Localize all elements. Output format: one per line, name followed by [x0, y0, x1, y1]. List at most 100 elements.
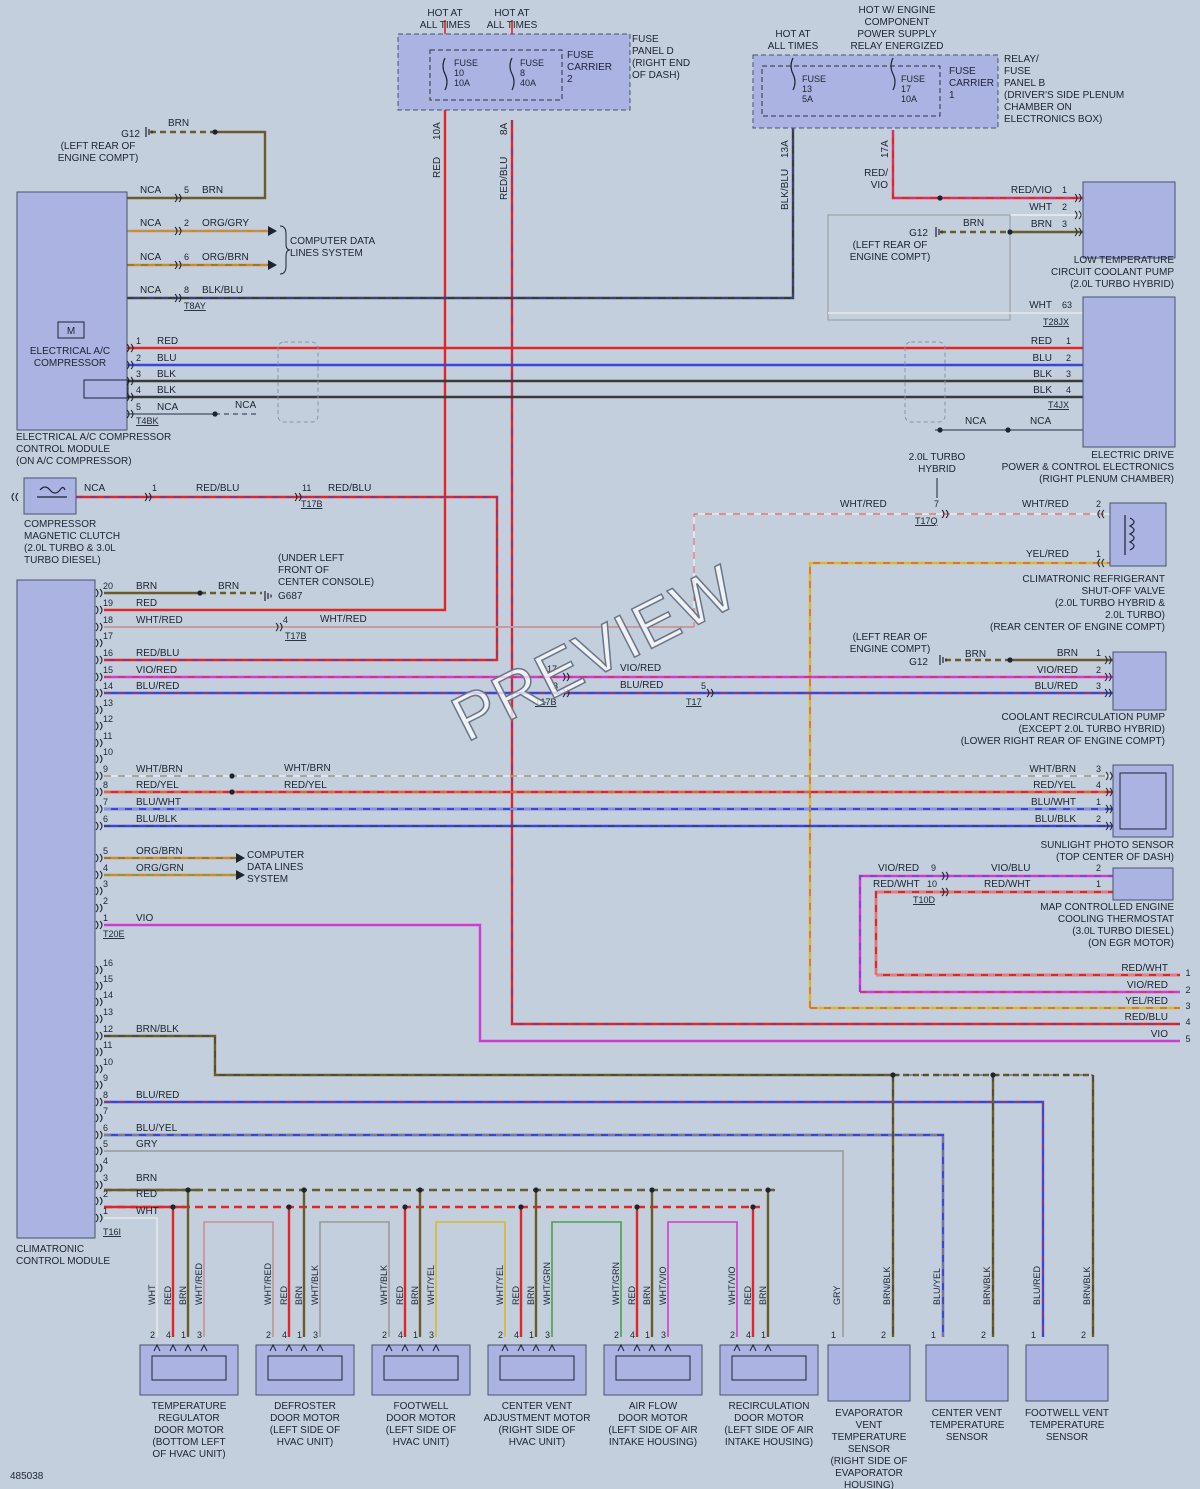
label: NCA	[140, 185, 161, 196]
motor-connector	[499, 1355, 575, 1381]
label: 3	[103, 879, 108, 889]
label: VIO/RED	[136, 665, 177, 676]
connector-icon	[95, 721, 103, 731]
label: BLU/RED	[136, 681, 179, 692]
electric-drive-box	[1082, 296, 1176, 448]
label: 4	[283, 615, 288, 625]
climatronic-control-module	[16, 579, 96, 1239]
label: RELAY/	[1004, 54, 1039, 65]
connector-icon	[275, 622, 283, 632]
label: PANEL B	[1004, 78, 1045, 89]
label: 10	[927, 879, 937, 889]
label: 14	[103, 990, 113, 1000]
label: CLIMATRONIC REFRIGERANT	[1022, 574, 1165, 585]
label: VIO	[871, 180, 888, 191]
label: 4	[746, 1330, 751, 1340]
label: BRN	[136, 581, 157, 592]
wire-pnk	[203, 1221, 274, 1337]
thermostat-box	[1112, 867, 1174, 901]
label: BRN	[178, 1286, 188, 1305]
wire-gry	[827, 214, 1011, 321]
sunlight-inner	[1119, 772, 1167, 830]
label: RED/WHT	[984, 879, 1031, 890]
label: 2	[1066, 353, 1071, 363]
connector-icon	[95, 787, 103, 797]
label: (RIGHT SIDE OF	[498, 1425, 575, 1436]
connector-icon	[174, 260, 182, 270]
label: T17B	[535, 697, 557, 707]
clutch-box	[23, 477, 77, 515]
label: 1	[761, 1330, 766, 1340]
label: DOOR MOTOR	[386, 1413, 456, 1424]
connector-icon	[941, 871, 949, 881]
label: RED	[511, 1285, 521, 1305]
label: 10	[454, 68, 464, 78]
compressor-inner	[83, 379, 129, 399]
label: 5	[103, 1139, 108, 1149]
connector-icon	[174, 293, 182, 303]
label: 5	[184, 185, 189, 195]
label: RED/BLU	[136, 648, 179, 659]
label: OF DASH)	[632, 70, 680, 81]
connector-icon	[95, 903, 103, 913]
label: ELECTRICAL A/C COMPRESSOR	[16, 432, 171, 443]
label: 12	[103, 714, 113, 724]
label: COOLANT RECIRCULATION PUMP	[1001, 712, 1165, 723]
label: 1	[1031, 1330, 1036, 1340]
wire-yel	[435, 1221, 506, 1337]
label: WHT	[136, 1206, 159, 1217]
label: BRN	[642, 1286, 652, 1305]
wire-blu-yel	[104, 1133, 945, 1337]
label: COMPUTER DATA	[290, 236, 376, 247]
label: TEMPERATURE	[1030, 1420, 1105, 1431]
connector-icon	[95, 688, 103, 698]
label: (UNDER LEFT	[278, 553, 344, 564]
label: G687	[278, 591, 303, 602]
label: BLU	[1033, 353, 1052, 364]
label: BLU	[157, 353, 176, 364]
pin-arrow	[184, 1343, 192, 1352]
label: 1	[1062, 185, 1067, 195]
connector-icon	[95, 605, 103, 615]
label: 18	[103, 615, 113, 625]
label: T17	[686, 697, 702, 707]
connector-icon	[126, 360, 134, 370]
splice-dot	[197, 590, 203, 596]
label: FUSE	[901, 74, 925, 84]
wire-gry	[104, 1150, 844, 1337]
label: 15	[103, 974, 113, 984]
label: (LEFT SIDE OF	[270, 1425, 340, 1436]
label: 8	[103, 1090, 108, 1100]
shield-icon	[904, 341, 946, 423]
wire-color-label: RED	[432, 157, 443, 178]
label: COMPRESSOR	[34, 358, 106, 369]
connector-icon	[294, 492, 302, 502]
label: BRN	[202, 185, 223, 196]
label: 3	[661, 1330, 666, 1340]
pin-arrow	[517, 1343, 525, 1352]
label: 19	[103, 598, 113, 608]
label: 11	[302, 483, 311, 493]
connector-icon	[95, 804, 103, 814]
label: (LOWER RIGHT REAR OF ENGINE COMPT)	[961, 736, 1165, 747]
label: (2.0L TURBO & 3.0L	[24, 543, 116, 554]
splice-dot	[212, 129, 218, 135]
label: 4	[103, 863, 108, 873]
ground-icon	[935, 227, 943, 237]
label: SENSOR	[946, 1432, 988, 1443]
connector-icon	[126, 376, 134, 386]
label: NCA	[235, 400, 256, 411]
label: WHT	[147, 1284, 157, 1305]
label: TEMPERATURE	[930, 1420, 1005, 1431]
wire-stripe	[511, 120, 1180, 1025]
connector-icon	[95, 821, 103, 831]
label: AIR FLOW	[629, 1401, 678, 1412]
label: (DRIVER'S SIDE PLENUM	[1004, 90, 1124, 101]
door-motor-box	[719, 1344, 819, 1396]
label: RELAY ENERGIZED	[851, 41, 944, 52]
label: (LEFT REAR OF	[853, 240, 928, 251]
label: RED	[163, 1285, 173, 1305]
label: 3	[313, 1330, 318, 1340]
label: 2	[498, 1330, 503, 1340]
wire-stripe	[127, 125, 794, 299]
